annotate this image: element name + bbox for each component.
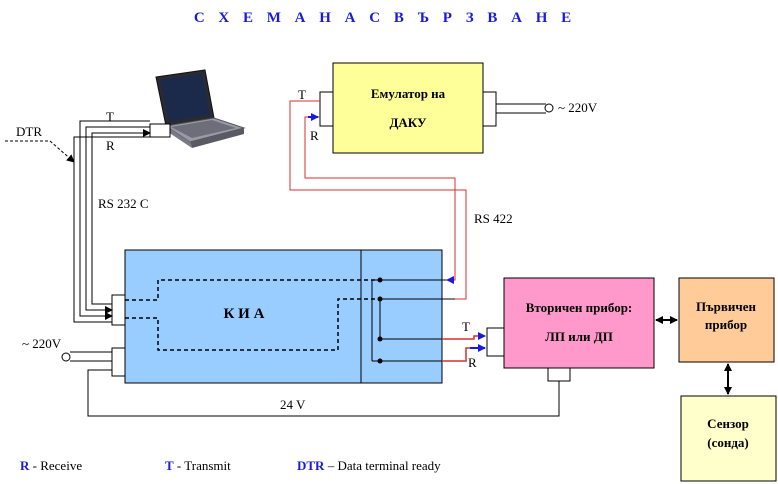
- emulator-block: [332, 62, 484, 154]
- svg-text:T - Transmit: T - Transmit: [165, 458, 231, 473]
- secondary-comm-port: [486, 327, 505, 357]
- legend-t-desc: - Transmit: [174, 458, 231, 473]
- emulator-r-label: R: [310, 128, 319, 143]
- sensor-block: [680, 395, 777, 482]
- kia-ac-label: ~ 220V: [22, 336, 62, 351]
- rs232-label: RS 232 C: [98, 196, 149, 211]
- primary-instrument-block: [678, 277, 775, 363]
- secondary-power-port: [547, 367, 571, 382]
- svg-text:R - Receive: R - Receive: [20, 458, 82, 473]
- sensor-label-line2: (сонда): [707, 435, 749, 450]
- kia-junction-3: [377, 336, 383, 342]
- legend-dtr-desc: – Data terminal ready: [324, 458, 441, 473]
- primary-label-line1: Първичен: [696, 299, 757, 314]
- kia-rs232-port: [111, 294, 126, 326]
- secondary-instrument-block: [503, 277, 655, 369]
- legend-t-key: T: [165, 458, 174, 473]
- svg-text:DTR – Data terminal ready: DTR – Data terminal ready: [297, 458, 441, 473]
- laptop-r-label: R: [106, 138, 115, 153]
- emulator-left-port: [319, 91, 334, 127]
- primary-label-line2: прибор: [705, 317, 747, 332]
- sensor-label-line1: Сензор: [707, 416, 749, 431]
- emulator-label-line2: ДАКУ: [389, 115, 426, 130]
- legend-r-desc: - Receive: [29, 458, 82, 473]
- emulator-ac-label: ~ 220V: [558, 100, 598, 115]
- kia-junction-4: [377, 358, 383, 364]
- diagram-title: С Х Е М А Н А С В Ъ Р З В А Н Е: [194, 10, 576, 26]
- secondary-label-line2: ЛП или ДП: [545, 329, 613, 344]
- legend-r-key: R: [20, 458, 30, 473]
- kia-junction-2: [377, 296, 383, 302]
- emulator-label-line1: Емулатор на: [371, 86, 446, 101]
- secondary-t-label: T: [462, 319, 470, 334]
- kia-junction-1: [377, 277, 383, 283]
- secondary-label-line1: Вторичен прибор:: [526, 300, 633, 315]
- secondary-r-label: R: [468, 355, 477, 370]
- kia-label: К И А: [224, 306, 265, 322]
- laptop-icon: [155, 69, 246, 148]
- laptop-port: [149, 123, 171, 138]
- kia-block: [124, 249, 443, 384]
- laptop-t-label: T: [106, 109, 114, 124]
- dtr-label: DTR: [16, 124, 42, 139]
- kia-power-plug: [61, 352, 71, 362]
- kia-power-port: [111, 347, 126, 377]
- emulator-power-port: [482, 91, 497, 127]
- emulator-t-label: T: [298, 87, 306, 102]
- legend: R - Receive T - Transmit DTR – Data term…: [20, 458, 441, 473]
- rs422-label: RS 422: [474, 211, 513, 226]
- v24-label: 24 V: [280, 397, 306, 412]
- legend-dtr-key: DTR: [297, 458, 325, 473]
- emulator-power-plug: [544, 103, 554, 113]
- power-24v-line: [87, 369, 560, 417]
